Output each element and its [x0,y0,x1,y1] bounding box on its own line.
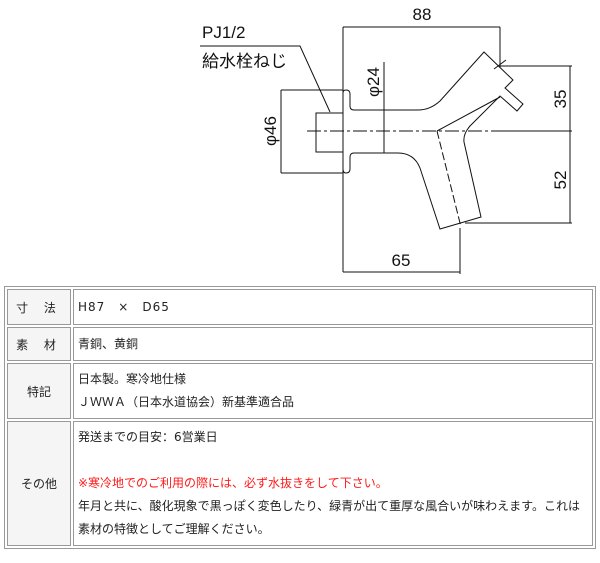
dim-52: 52 [551,171,570,190]
dim-phi46: φ46 [261,116,280,146]
row-label: 寸 法 [7,289,71,325]
faucet-dimension-drawing: 88 65 PJ1/2 給水栓ねじ φ46 φ24 35 52 [200,5,572,274]
row-value-line: 発送までの目安：6営業日 [78,430,218,444]
table-row: 特記 日本製。寒冷地仕様 ＪＷＷＡ（日本水道協会）新基準適合品 [7,363,593,419]
dim-35: 35 [551,90,570,109]
table-row: 寸 法 H87 × D65 [7,289,593,325]
table-row: その他 発送までの目安：6営業日 ※寒冷地でのご利用の際には、必ず水抜きをして下… [7,421,593,546]
row-label: 特記 [7,363,71,419]
dim-88: 88 [413,5,432,24]
dim-phi24: φ24 [364,67,383,97]
blank-line [78,449,588,472]
table-row: 素 材 青銅、黄銅 [7,327,593,361]
warning-text: ※寒冷地でのご利用の際には、必ず水抜きをして下さい。 [78,476,388,490]
row-value: H87 × D65 [73,289,593,325]
faucet-outline [315,51,524,230]
row-value-line: ＪＷＷＡ（日本水道協会）新基準適合品 [78,395,295,409]
dim-65: 65 [392,251,411,270]
row-value-line: 日本製。寒冷地仕様 [78,372,187,386]
row-value-line: 年月と共に、酸化現象で黒っぽく変色したり、緑青が出て重厚な風合いが味わえます。こ… [78,499,580,536]
row-value: 青銅、黄銅 [73,327,593,361]
row-label: その他 [7,421,71,546]
spec-table: 寸 法 H87 × D65 素 材 青銅、黄銅 特記 日本製。寒冷地仕様 ＪＷＷ… [4,286,596,549]
thread-note: 給水栓ねじ [202,52,287,71]
row-label: 素 材 [7,327,71,361]
thread-label: PJ1/2 [202,23,245,42]
